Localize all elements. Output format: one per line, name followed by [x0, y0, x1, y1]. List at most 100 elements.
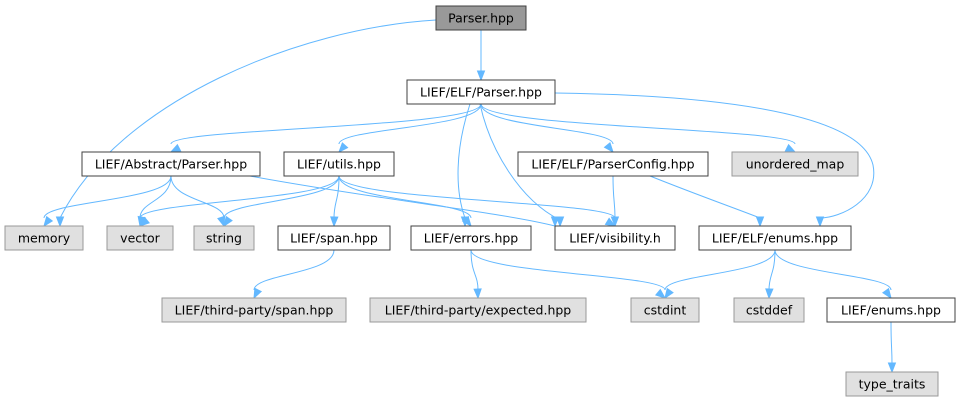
node-label: LIEF/Abstract/Parser.hpp [95, 157, 247, 172]
arrowhead-icon [169, 143, 182, 153]
edge-line [768, 249, 776, 291]
edge-line [338, 175, 472, 219]
arrowhead-icon [476, 70, 486, 82]
node-label: string [206, 231, 242, 246]
node-label: memory [18, 231, 71, 246]
node-box [733, 297, 805, 323]
edge-line [612, 175, 616, 219]
node-box [193, 225, 255, 251]
edge-elf_parser-to-utils [338, 103, 482, 154]
node-box [161, 297, 347, 323]
node-box [630, 297, 700, 323]
node-label: unordered_map [746, 157, 845, 172]
node-lief-enums[interactable]: LIEF/enums.hpp [826, 297, 956, 323]
node-label: Parser.hpp [448, 11, 514, 26]
edge-utils-to-string [223, 175, 340, 228]
node-box [406, 79, 556, 105]
arrowhead-icon [815, 216, 825, 228]
node-vector: vector [106, 225, 174, 251]
arrowhead-icon [755, 216, 765, 228]
node-cstdint: cstdint [630, 297, 700, 323]
edge-errors-to-tp_expected [470, 249, 482, 300]
node-box [4, 225, 84, 251]
node-box [277, 225, 391, 251]
arrowhead-icon [555, 216, 565, 228]
edge-abstract_parser-to-string [170, 175, 226, 228]
node-box [410, 225, 532, 251]
edge-line [59, 19, 437, 219]
edge-line [43, 175, 172, 219]
node-type-traits: type_traits [845, 371, 939, 397]
node-elf-enums[interactable]: LIEF/ELF/enums.hpp [698, 225, 852, 251]
edge-line [170, 175, 225, 219]
edge-line [554, 92, 875, 219]
node-box [698, 225, 852, 251]
node-parser-config[interactable]: LIEF/ELF/ParserConfig.hpp [517, 151, 709, 177]
arrowhead-icon [765, 288, 774, 300]
node-label: LIEF/ELF/ParserConfig.hpp [531, 157, 694, 172]
node-cstddef: cstddef [733, 297, 805, 323]
arrowhead-icon [881, 287, 892, 300]
arrowhead-icon [664, 287, 674, 300]
node-root: Parser.hpp [435, 5, 527, 31]
edge-line [470, 249, 479, 291]
edge-line [664, 249, 776, 291]
node-errors[interactable]: LIEF/errors.hpp [410, 225, 532, 251]
edge-errors-to-cstdint [470, 249, 667, 299]
node-box [731, 151, 859, 177]
node-unordered-map: unordered_map [731, 151, 859, 177]
node-span[interactable]: LIEF/span.hpp [277, 225, 391, 251]
node-abstract-parser[interactable]: LIEF/Abstract/Parser.hpp [81, 151, 261, 177]
node-label: LIEF/third-party/expected.hpp [385, 303, 572, 318]
arrowhead-icon [223, 215, 233, 228]
edge-line [170, 103, 482, 145]
edge-utils-to-visibility [338, 175, 617, 227]
node-memory: memory [4, 225, 84, 251]
edge-parser_config-to-elf_enums [649, 175, 765, 228]
arrowhead-icon [887, 362, 897, 374]
edge-root-to-elf_parser [476, 30, 486, 82]
node-box [554, 225, 676, 251]
edge-utils-to-errors [338, 175, 472, 228]
node-tp-expected: LIEF/third-party/expected.hpp [369, 297, 587, 323]
edge-span-to-tp_span [253, 249, 335, 300]
arrowhead-icon [603, 141, 614, 154]
node-box [106, 225, 174, 251]
node-visibility[interactable]: LIEF/visibility.h [554, 225, 676, 251]
edge-line [338, 103, 482, 145]
edge-elf_parser-to-errors [457, 103, 471, 228]
arrowhead-icon [138, 216, 150, 227]
arrowhead-icon [338, 142, 349, 154]
edge-line [774, 249, 892, 291]
arrowhead-icon [784, 143, 797, 153]
edge-abstract_parser-to-memory [43, 175, 172, 228]
edge-line [139, 175, 172, 219]
edge-line [253, 249, 335, 291]
node-elf-parser[interactable]: LIEF/ELF/Parser.hpp [406, 79, 556, 105]
edge-line [139, 175, 340, 219]
node-label: type_traits [859, 377, 926, 392]
arrowhead-icon [330, 216, 339, 228]
arrowhead-icon [55, 216, 65, 228]
node-string: string [193, 225, 255, 251]
node-label: LIEF/span.hpp [290, 231, 378, 246]
node-label: LIEF/third-party/span.hpp [175, 303, 334, 318]
node-box [435, 5, 527, 31]
edge-elf_enums-to-lief_enums [774, 249, 892, 300]
edge-elf_enums-to-cstddef [765, 249, 776, 300]
node-box [826, 297, 956, 323]
edge-elf_parser-to-parser_config [480, 103, 614, 154]
node-utils[interactable]: LIEF/utils.hpp [283, 151, 395, 177]
edge-line [223, 175, 340, 219]
edge-utils-to-vector [138, 175, 340, 227]
edge-lief_enums-to-type_traits [887, 321, 897, 374]
edge-elf_parser-to-elf_enums [554, 92, 875, 228]
graph-edges [43, 19, 897, 374]
edge-line [470, 249, 666, 291]
edge-line [480, 103, 614, 145]
node-label: LIEF/visibility.h [569, 231, 661, 246]
node-box [517, 151, 709, 177]
node-label: LIEF/ELF/Parser.hpp [420, 85, 542, 100]
edge-elf_parser-to-abstract_parser [169, 103, 482, 153]
edge-line [457, 103, 471, 219]
